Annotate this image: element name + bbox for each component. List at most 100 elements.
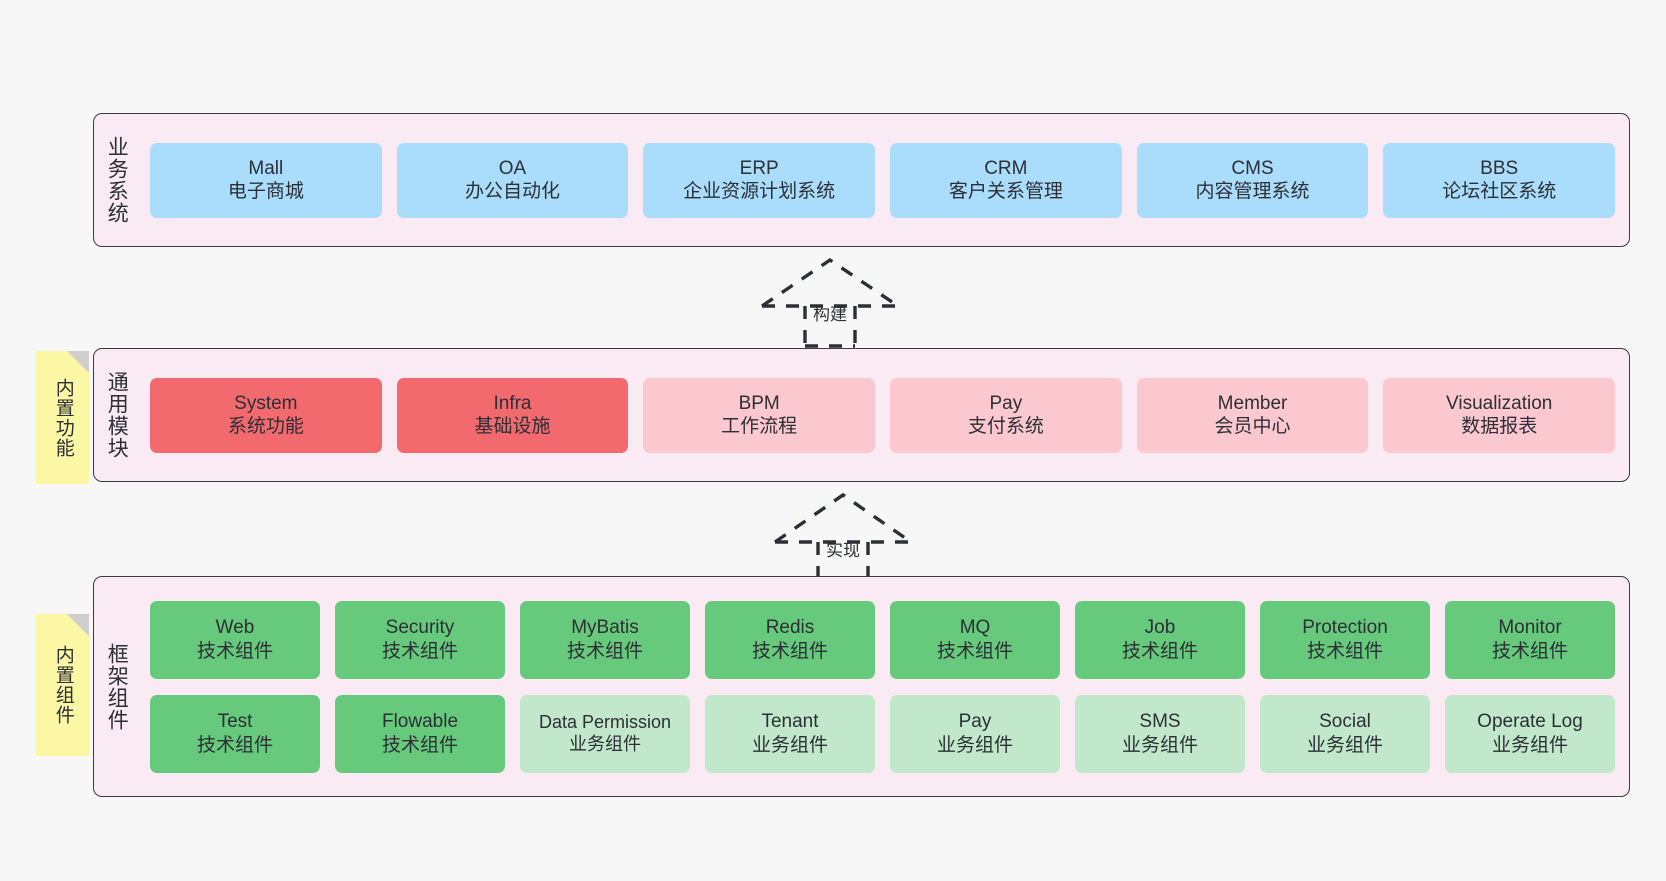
card-row: Mall 电子商城 OA 办公自动化 ERP 企业资源计划系统 CRM 客户关系… — [150, 142, 1616, 218]
card-title-en: System — [234, 392, 298, 414]
card-visualization[interactable]: Visualization 数据报表 — [1383, 377, 1616, 453]
card-title-en: Infra — [493, 392, 532, 414]
card-row: Web 技术组件 Security 技术组件 MyBatis 技术组件 Redi… — [150, 600, 1615, 679]
card-protection[interactable]: Protection 技术组件 — [1260, 600, 1430, 679]
note-label: 内置组件 — [52, 645, 74, 725]
card-title-en: CRM — [984, 157, 1028, 179]
card-operate-log[interactable]: Operate Log 业务组件 — [1445, 694, 1615, 773]
card-title-en: Pay — [958, 711, 992, 733]
card-title-en: Mall — [248, 157, 284, 179]
card-mq[interactable]: MQ 技术组件 — [890, 600, 1060, 679]
card-title-cn: 论坛社区系统 — [1442, 181, 1557, 202]
card-member[interactable]: Member 会员中心 — [1136, 377, 1369, 453]
note-fold-corner-icon — [67, 351, 89, 373]
card-bpm[interactable]: BPM 工作流程 — [643, 377, 876, 453]
note-builtin-component: 内置组件 — [36, 614, 89, 756]
connector-implement: 实现 — [773, 492, 913, 584]
card-title-cn: 支付系统 — [967, 416, 1044, 437]
card-title-en: Data Permission — [538, 711, 672, 732]
card-title-cn: 业务组件 — [936, 734, 1013, 756]
card-pay-module[interactable]: Pay 支付系统 — [890, 377, 1122, 453]
card-title-en: Tenant — [761, 711, 819, 733]
card-row: System 系统功能 Infra 基础设施 BPM 工作流程 Pay 支付系统… — [150, 377, 1616, 453]
note-label: 内置功能 — [52, 377, 74, 458]
card-social[interactable]: Social 业务组件 — [1260, 694, 1430, 773]
card-title-cn: 基础设施 — [474, 416, 551, 437]
card-erp[interactable]: ERP 企业资源计划系统 — [643, 142, 876, 218]
card-title-en: Job — [1144, 617, 1176, 639]
card-title-en: Monitor — [1498, 617, 1562, 639]
card-title-en: Social — [1319, 711, 1371, 733]
card-title-cn: 业务组件 — [751, 734, 828, 756]
card-title-cn: 技术组件 — [936, 640, 1013, 662]
card-title-cn: 数据报表 — [1461, 416, 1538, 437]
card-infra[interactable]: Infra 基础设施 — [396, 377, 629, 453]
card-title-en: SMS — [1139, 711, 1181, 733]
card-tenant[interactable]: Tenant 业务组件 — [705, 694, 875, 773]
card-title-cn: 技术组件 — [1121, 640, 1198, 662]
card-title-en: MyBatis — [571, 617, 639, 639]
card-title-cn: 技术组件 — [1306, 640, 1383, 662]
card-mybatis[interactable]: MyBatis 技术组件 — [520, 600, 690, 679]
card-title-cn: 技术组件 — [196, 640, 273, 662]
card-title-en: Pay — [989, 392, 1023, 414]
card-title-cn: 内容管理系统 — [1195, 181, 1310, 202]
card-sms[interactable]: SMS 业务组件 — [1075, 694, 1245, 773]
layer-body-business-system: Mall 电子商城 OA 办公自动化 ERP 企业资源计划系统 CRM 客户关系… — [138, 114, 1629, 246]
card-title-en: ERP — [739, 157, 779, 179]
card-security[interactable]: Security 技术组件 — [335, 600, 505, 679]
card-title-en: BBS — [1480, 157, 1519, 179]
card-system[interactable]: System 系统功能 — [150, 377, 382, 453]
layer-body-common-module: System 系统功能 Infra 基础设施 BPM 工作流程 Pay 支付系统… — [138, 349, 1629, 481]
card-title-cn: 业务组件 — [1491, 734, 1568, 756]
generalization-arrow-icon — [761, 257, 899, 348]
card-web[interactable]: Web 技术组件 — [150, 600, 320, 679]
card-title-en: Redis — [765, 617, 815, 639]
note-fold-corner-icon — [67, 614, 89, 636]
layer-title-framework-component: 框架组件 — [105, 642, 129, 731]
card-title-en: MQ — [959, 617, 991, 639]
card-cms[interactable]: CMS 内容管理系统 — [1136, 142, 1369, 218]
card-title-en: Operate Log — [1477, 711, 1583, 733]
card-data-permission[interactable]: Data Permission 业务组件 — [520, 694, 690, 773]
card-title-en: Web — [215, 617, 255, 639]
card-title-cn: 办公自动化 — [465, 181, 561, 202]
card-title-cn: 技术组件 — [1491, 640, 1568, 662]
card-title-en: Test — [217, 711, 253, 733]
card-title-en: CMS — [1231, 157, 1274, 179]
card-redis[interactable]: Redis 技术组件 — [705, 600, 875, 679]
card-title-cn: 技术组件 — [381, 640, 458, 662]
card-title-en: Member — [1217, 392, 1288, 414]
card-mall[interactable]: Mall 电子商城 — [150, 142, 382, 218]
card-title-cn: 技术组件 — [381, 734, 458, 756]
card-monitor[interactable]: Monitor 技术组件 — [1445, 600, 1615, 679]
card-crm[interactable]: CRM 客户关系管理 — [890, 142, 1122, 218]
card-title-en: Protection — [1302, 617, 1388, 639]
card-test[interactable]: Test 技术组件 — [150, 694, 320, 773]
card-title-cn: 业务组件 — [1306, 734, 1383, 756]
card-title-en: Security — [385, 617, 455, 639]
card-title-cn: 系统功能 — [227, 416, 304, 437]
layer-framework-component: 框架组件 Web 技术组件 Security 技术组件 MyBatis 技术组件… — [93, 576, 1630, 797]
card-title-cn: 客户关系管理 — [948, 181, 1063, 202]
note-builtin-function: 内置功能 — [36, 351, 89, 484]
card-title-cn: 业务组件 — [569, 733, 641, 754]
connector-label-implement: 实现 — [826, 541, 860, 560]
layer-common-module: 通用模块 System 系统功能 Infra 基础设施 BPM 工作流程 Pay… — [93, 348, 1630, 482]
card-title-en: Flowable — [381, 711, 459, 733]
card-oa[interactable]: OA 办公自动化 — [396, 142, 629, 218]
layer-body-framework-component: Web 技术组件 Security 技术组件 MyBatis 技术组件 Redi… — [138, 577, 1629, 796]
connector-build: 构建 — [760, 257, 900, 348]
card-bbs[interactable]: BBS 论坛社区系统 — [1383, 142, 1616, 218]
card-job[interactable]: Job 技术组件 — [1075, 600, 1245, 679]
layer-business-system: 业务系统 Mall 电子商城 OA 办公自动化 ERP 企业资源计划系统 CRM… — [93, 113, 1630, 247]
card-title-en: Visualization — [1446, 392, 1553, 414]
card-pay-component[interactable]: Pay 业务组件 — [890, 694, 1060, 773]
card-flowable[interactable]: Flowable 技术组件 — [335, 694, 505, 773]
layer-title-business-system: 业务系统 — [105, 136, 129, 224]
card-title-cn: 业务组件 — [1121, 734, 1198, 756]
card-title-en: BPM — [738, 392, 780, 414]
card-row: Test 技术组件 Flowable 技术组件 Data Permission … — [150, 694, 1615, 773]
card-title-cn: 技术组件 — [566, 640, 643, 662]
